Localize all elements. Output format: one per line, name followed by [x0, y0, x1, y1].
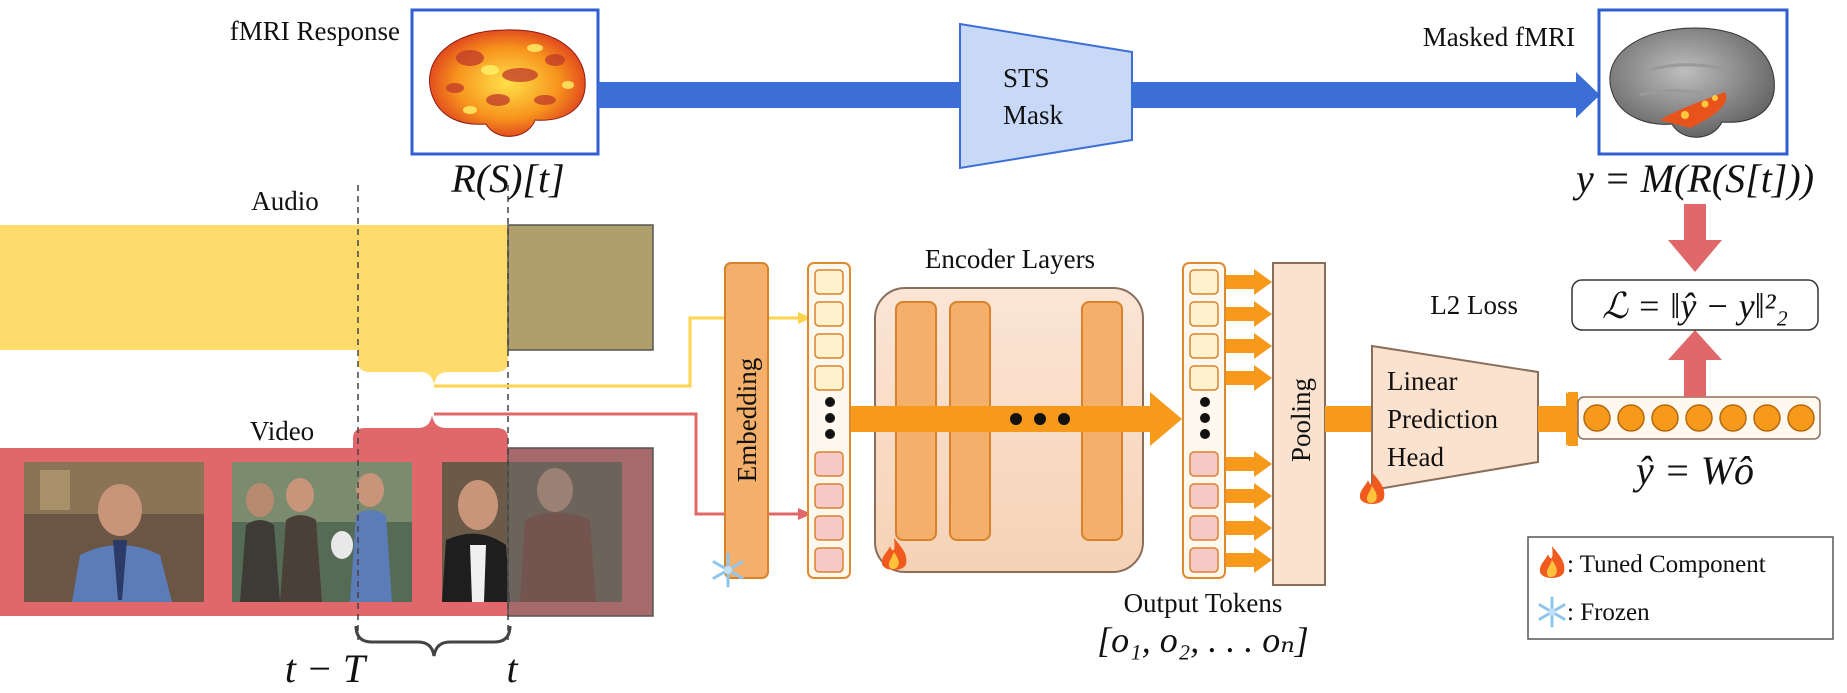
- prediction-formula: ŷ = Wô: [1632, 448, 1754, 493]
- token-audio: [814, 269, 844, 295]
- flame-icon-head: [1359, 472, 1385, 504]
- token-arrow-shaft: [1226, 275, 1256, 289]
- sts-mask-line2: Mask: [1003, 100, 1063, 130]
- prediction-unit: [1753, 404, 1781, 432]
- encoder-flow-arrow: [851, 392, 1182, 446]
- ellipsis-dot: [825, 429, 835, 439]
- ellipsis-dot: [1200, 413, 1210, 423]
- legend: : Tuned Component : Frozen: [1527, 536, 1834, 640]
- video-frames: [0, 415, 654, 617]
- fmri-brain-image: [410, 8, 600, 156]
- token-audio: [1189, 365, 1219, 391]
- legend-frozen-label: : Frozen: [1567, 599, 1650, 626]
- token-arrow-head: [1254, 547, 1272, 573]
- snowflake-icon: [712, 552, 744, 588]
- token-audio: [1189, 301, 1219, 327]
- l2-loss-label: L2 Loss: [1430, 290, 1518, 320]
- response-formula: R(S)[t]: [450, 156, 564, 201]
- token-arrow-head: [1254, 483, 1272, 509]
- pooling-label: Pooling: [1286, 378, 1316, 462]
- window-start-label: t − T: [285, 646, 368, 688]
- embedding-label: Embedding: [732, 358, 762, 482]
- token-arrow-shaft: [1226, 307, 1256, 321]
- video-frame-1: [24, 462, 204, 602]
- token-audio: [814, 365, 844, 391]
- token-arrow-head: [1254, 365, 1272, 391]
- token-arrow-shaft: [1226, 339, 1256, 353]
- prediction-unit: [1685, 404, 1713, 432]
- head-line3: Head: [1387, 442, 1444, 472]
- flame-icon-encoder: [881, 538, 907, 570]
- ellipsis-dot: [825, 397, 835, 407]
- prediction-to-loss-arrow: [1668, 330, 1722, 397]
- token-arrow-head: [1254, 515, 1272, 541]
- prediction-unit: [1787, 404, 1815, 432]
- token-arrow-shaft: [1226, 457, 1256, 471]
- audio-waveform: [0, 224, 654, 385]
- fmri-response-label: fMRI Response: [230, 16, 400, 46]
- token-arrow-shaft: [1226, 371, 1256, 385]
- masked-brain-image: [1597, 8, 1789, 156]
- pooling-block: Pooling: [1272, 262, 1326, 586]
- token-arrow-shaft: [1226, 489, 1256, 503]
- token-arrow-head: [1254, 333, 1272, 359]
- token-audio: [1189, 333, 1219, 359]
- flame-icon-legend: [1539, 546, 1565, 578]
- token-video: [1189, 547, 1219, 573]
- head-line2: Prediction: [1387, 404, 1498, 434]
- mask-flow-arrow: [598, 72, 1600, 118]
- masked-fmri-label: Masked fMRI: [1423, 22, 1575, 52]
- token-video: [1189, 451, 1219, 477]
- output-tokens-label: Output Tokens: [1124, 588, 1283, 618]
- token-to-pooling-arrows: [1226, 269, 1272, 573]
- prediction-unit: [1583, 404, 1611, 432]
- time-window-lines: [357, 185, 509, 640]
- target-formula: y = M(R(S[t])): [1572, 156, 1814, 201]
- video-label: Video: [250, 416, 314, 446]
- output-tokens-formula: [o₁, o₂, . . . oₙ]: [1097, 620, 1309, 660]
- token-video: [814, 483, 844, 509]
- snowflake-icon-legend: [1538, 596, 1566, 628]
- token-video: [814, 547, 844, 573]
- token-video: [814, 451, 844, 477]
- token-video: [814, 515, 844, 541]
- prediction-unit: [1719, 404, 1747, 432]
- loss-formula: ℒ = ‖ŷ − y‖²₂: [1602, 286, 1788, 326]
- target-to-loss-arrow: [1668, 204, 1722, 272]
- output-tokens: [1182, 262, 1226, 579]
- time-window-brace: [354, 625, 512, 657]
- token-audio: [814, 333, 844, 359]
- prediction-unit: [1651, 404, 1679, 432]
- ellipsis-dot: [825, 413, 835, 423]
- sts-mask-line1: STS: [1003, 63, 1050, 93]
- embedding-block: Embedding: [724, 262, 769, 579]
- legend-tuned-label: : Tuned Component: [1567, 551, 1766, 578]
- ellipsis-dot: [1200, 397, 1210, 407]
- head-line1: Linear: [1387, 366, 1457, 396]
- token-audio: [814, 301, 844, 327]
- prediction-vector: [1577, 396, 1821, 440]
- token-arrow-head: [1254, 269, 1272, 295]
- input-tokens: [807, 262, 851, 579]
- token-arrow-head: [1254, 301, 1272, 327]
- sts-mask: STS Mask: [959, 22, 1133, 170]
- token-arrow-shaft: [1226, 553, 1256, 567]
- encoder-layers-label: Encoder Layers: [925, 244, 1095, 274]
- token-video: [1189, 483, 1219, 509]
- audio-label: Audio: [251, 186, 319, 216]
- ellipsis-dot: [1200, 429, 1210, 439]
- video-frame-2: [232, 462, 412, 602]
- token-audio: [1189, 269, 1219, 295]
- token-video: [1189, 515, 1219, 541]
- pooling-to-head-arrow: [1325, 406, 1373, 432]
- linear-prediction-head: Linear Prediction Head: [1371, 344, 1539, 492]
- token-arrow-shaft: [1226, 521, 1256, 535]
- loss-box: ℒ = ‖ŷ − y‖²₂: [1571, 279, 1819, 331]
- prediction-unit: [1617, 404, 1645, 432]
- window-end-label: t: [506, 646, 518, 688]
- token-arrow-head: [1254, 451, 1272, 477]
